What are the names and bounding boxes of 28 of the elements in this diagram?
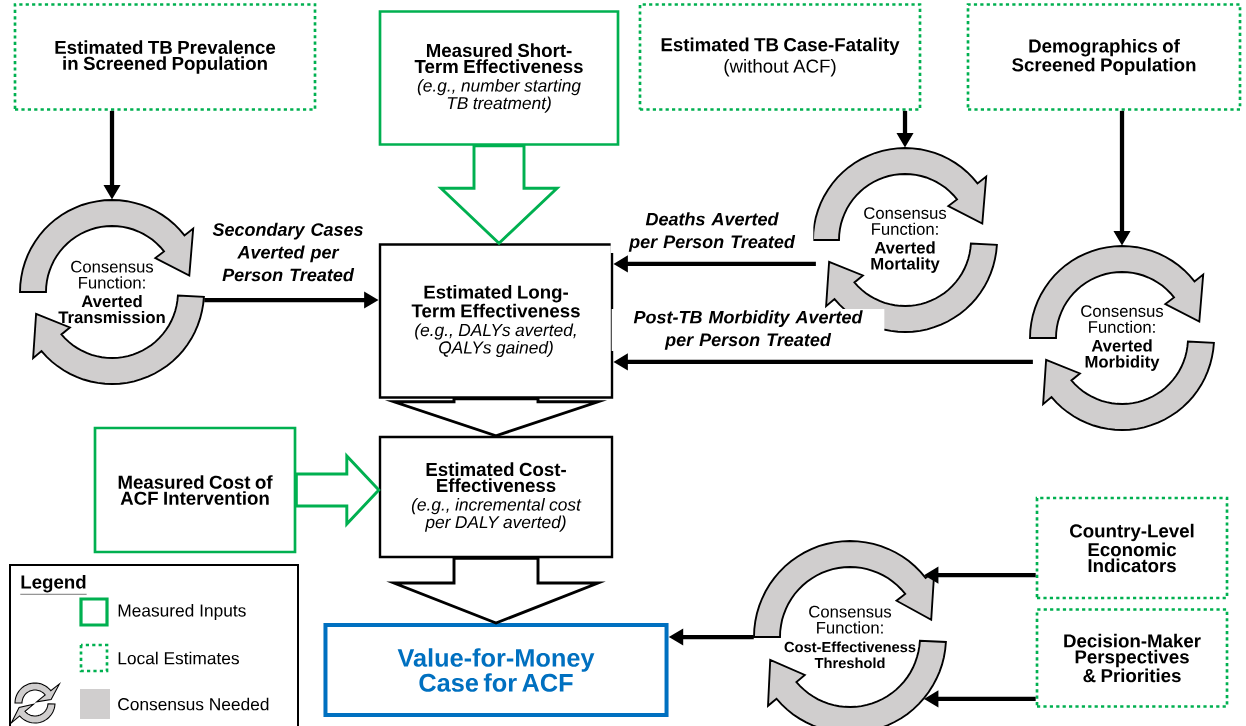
estimate-box: Estimated TB Case-Fatality (without ACF) bbox=[638, 3, 922, 111]
edge-label: Secondary Cases Averted per Person Treated bbox=[204, 221, 372, 283]
estimate-box: Country-Level Economic Indicators bbox=[1035, 496, 1229, 600]
measured-input-box: Measured Short-Term Effectiveness (e.g., number starting TB treatment) bbox=[378, 10, 620, 146]
measured-input-box: Measured Cost of ACF Intervention bbox=[93, 426, 297, 554]
block-arrow bbox=[384, 397, 608, 438]
block-arrow bbox=[294, 452, 381, 528]
estimate-box: Estimated TB Prevalence in Screened Population bbox=[13, 3, 317, 111]
estimate-box: Estimated Long-Term Effectiveness (e.g., DALYs averted, QALYs gained) bbox=[378, 243, 614, 399]
node-label: Averted Mortality bbox=[871, 241, 940, 273]
legend-text: Consensus Needed bbox=[118, 697, 269, 711]
edge-label: Deaths Averted per Person Treated bbox=[610, 210, 814, 254]
block-arrow bbox=[386, 556, 606, 625]
result-box: Value-for-Money Case for ACF bbox=[323, 623, 669, 717]
legend-title: Legend bbox=[20, 574, 87, 595]
edge-label: Post-TB Morbidity Averted per Person Treated bbox=[611, 308, 885, 352]
consensus-cycle: Consensus Function: Averted Morbidity bbox=[1029, 245, 1215, 431]
consensus-cycle: Consensus Function: Cost-Effectiveness Threshold bbox=[753, 540, 947, 726]
node-label: Averted Transmission bbox=[58, 294, 165, 324]
consensus-cycle: Consensus Function: Averted Transmission bbox=[19, 199, 205, 385]
estimate-box: Demographics of Screened Population bbox=[966, 3, 1242, 111]
legend-text: Local Estimates bbox=[118, 651, 239, 665]
estimate-box: Decision-Maker Perspectives & Priorities bbox=[1035, 608, 1229, 708]
legend-text: Measured Inputs bbox=[118, 603, 246, 621]
estimate-box: Estimated Cost-Effectiveness (e.g., incremental cost per DALY averted) bbox=[378, 435, 614, 559]
node-label: Cost-Effectiveness Threshold bbox=[784, 641, 916, 669]
block-arrow bbox=[437, 144, 561, 246]
node-label: Averted Morbidity bbox=[1085, 339, 1160, 371]
